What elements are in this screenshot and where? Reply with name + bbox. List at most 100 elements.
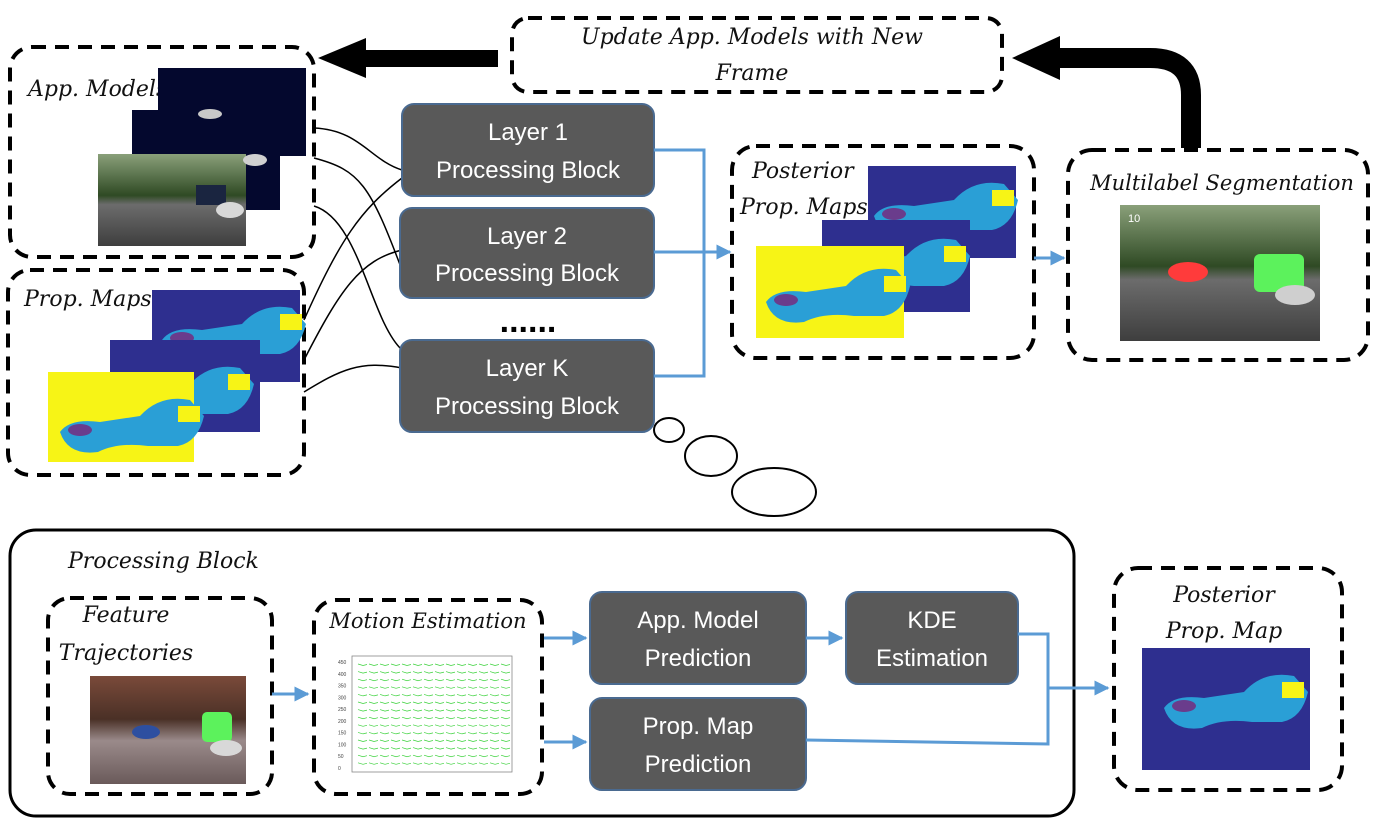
motion-vector xyxy=(401,663,412,666)
motion-vector xyxy=(500,694,511,697)
motion-vector xyxy=(489,694,500,697)
motion-vector xyxy=(379,678,390,682)
motion-vector xyxy=(478,671,489,674)
motion-vector xyxy=(456,686,467,689)
motion-vector xyxy=(434,762,445,765)
motion-vector xyxy=(445,739,456,742)
motion-vector xyxy=(368,694,379,697)
motion-vector xyxy=(478,694,489,697)
prop-maps-title: Prop. Maps xyxy=(23,287,152,312)
motion-vector xyxy=(434,732,445,735)
motion-vector xyxy=(489,747,500,750)
motion-vector xyxy=(478,732,489,735)
app-models-title: App. Models xyxy=(26,77,167,102)
motion-vector xyxy=(478,678,489,682)
feedback-arrow xyxy=(1012,36,1201,148)
motion-vector xyxy=(401,732,412,735)
motion-vector xyxy=(390,694,401,697)
motion-vector xyxy=(357,732,368,735)
motion-vector xyxy=(401,739,412,742)
motion-vector xyxy=(401,762,412,765)
motion-vector xyxy=(412,663,423,666)
motion-vector xyxy=(412,732,423,735)
motion-vector xyxy=(379,701,390,704)
motion-vector xyxy=(500,739,511,742)
motion-vector xyxy=(467,716,478,720)
motion-vector xyxy=(368,686,379,689)
layers-to-posterior-arrow xyxy=(654,148,732,378)
motion-ytick: 50 xyxy=(338,754,344,760)
motion-vector xyxy=(368,663,379,666)
motion-vector xyxy=(434,724,445,727)
motion-vector xyxy=(456,724,467,727)
motion-vector xyxy=(467,709,478,712)
layers-ellipsis: ...... xyxy=(500,302,557,340)
motion-vector xyxy=(423,709,434,712)
motion-vector xyxy=(423,701,434,704)
prop-maps-box: Prop. Maps xyxy=(6,268,306,477)
motion-vector xyxy=(368,671,379,674)
motion-vector xyxy=(489,671,500,674)
feature-trajectories-box: Feature Trajectories xyxy=(46,596,274,796)
motion-vector xyxy=(357,678,368,682)
prop-pred-line1: Prop. Map xyxy=(643,713,754,740)
motion-vector xyxy=(489,732,500,735)
motion-vector xyxy=(467,671,478,674)
motion-vector xyxy=(500,762,511,765)
motion-vector xyxy=(489,762,500,765)
feature-traj-line2: Trajectories xyxy=(59,641,193,666)
motion-vector xyxy=(368,754,379,758)
motion-vector xyxy=(423,694,434,697)
motion-vector xyxy=(423,678,434,682)
motion-vector xyxy=(489,724,500,727)
motion-vector xyxy=(467,747,478,750)
motion-vector xyxy=(489,663,500,666)
motion-vector xyxy=(423,747,434,750)
motion-vector xyxy=(368,762,379,765)
motion-vector xyxy=(445,724,456,727)
motion-vector xyxy=(456,694,467,697)
motion-ytick: 100 xyxy=(338,742,347,748)
motion-vector xyxy=(401,716,412,720)
motion-vector xyxy=(357,762,368,765)
motion-vector xyxy=(390,732,401,735)
motion-vector xyxy=(445,686,456,689)
motion-vector xyxy=(357,686,368,689)
motion-ytick: 300 xyxy=(338,695,347,701)
kde-estimation-block: KDE Estimation xyxy=(845,591,1019,685)
motion-vector xyxy=(390,762,401,765)
motion-vector xyxy=(390,663,401,666)
motion-vector xyxy=(423,732,434,735)
motion-vector xyxy=(379,739,390,742)
update-label-line1: Update App. Models with New xyxy=(581,25,923,50)
motion-vector xyxy=(478,762,489,765)
motion-vector xyxy=(456,701,467,704)
posterior-map-line2: Prop. Map xyxy=(1165,619,1282,644)
motion-vector xyxy=(412,701,423,704)
motion-vector xyxy=(412,754,423,758)
motion-vector xyxy=(456,732,467,735)
motion-vector xyxy=(390,701,401,704)
motion-vector xyxy=(456,739,467,742)
motion-vector xyxy=(357,663,368,666)
motion-vector xyxy=(445,754,456,758)
motion-vector xyxy=(500,724,511,727)
motion-vector xyxy=(489,678,500,682)
processing-block-panel: Processing Block xyxy=(8,528,1076,818)
motion-vector xyxy=(412,747,423,750)
update-arrow-left xyxy=(318,38,498,78)
motion-vector xyxy=(456,716,467,720)
motion-vector xyxy=(412,671,423,674)
motion-vector xyxy=(478,739,489,742)
motion-vector xyxy=(467,663,478,666)
motion-estimation-box: Motion Estimation 4504003503002502001501… xyxy=(312,598,544,796)
motion-vector xyxy=(390,747,401,750)
motion-vector xyxy=(478,724,489,727)
motion-output-arrows xyxy=(544,630,588,750)
motion-ytick: 150 xyxy=(338,731,347,737)
layer-k-line1: Layer K xyxy=(486,355,569,382)
motion-vector xyxy=(500,709,511,712)
motion-vector xyxy=(434,671,445,674)
prop-pred-line2: Prediction xyxy=(645,751,752,778)
